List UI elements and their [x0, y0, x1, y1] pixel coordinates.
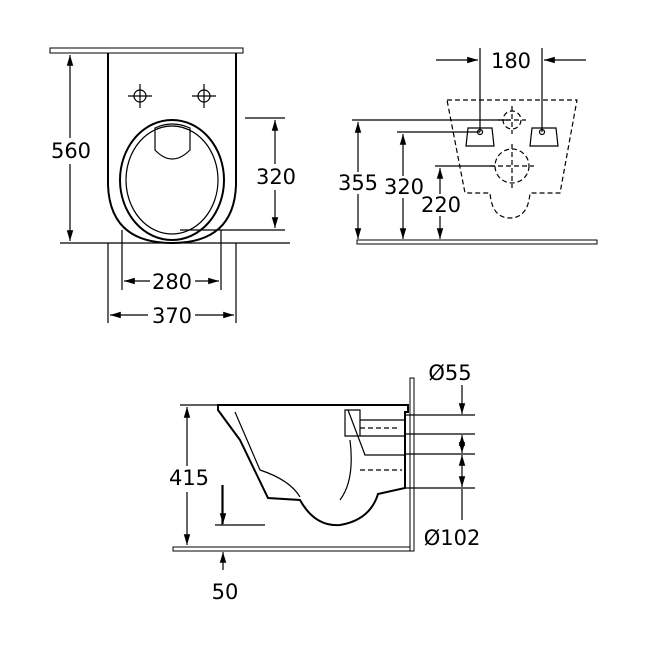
outlet-height-label: 220 [421, 193, 461, 217]
fixing-height-label: 320 [384, 175, 424, 199]
top-view: 560 320 280 370 [48, 47, 298, 328]
seat-inner [125, 125, 219, 235]
rear-view: 180 355 320 220 [337, 48, 598, 245]
rim-opening [154, 123, 191, 160]
depth-label: 560 [51, 139, 91, 163]
bowl-side-outline [217, 404, 409, 527]
seat-outer [119, 119, 225, 241]
fixing-hole-left [128, 84, 152, 108]
floor-line [356, 239, 598, 245]
bowl-outline-dashed [446, 99, 578, 219]
floor-line [172, 546, 414, 552]
width-label: 370 [152, 304, 192, 328]
fixing-brackets [465, 127, 559, 147]
height-label: 415 [169, 466, 209, 490]
outlet-diameter-label: Ø102 [424, 526, 481, 550]
floor-offset-label: 50 [212, 580, 239, 604]
side-view: 415 50 Ø55 Ø102 [165, 361, 480, 604]
seat-depth-label: 320 [256, 165, 296, 189]
wall-line [409, 377, 415, 552]
inlet-diameter-label: Ø55 [428, 361, 471, 385]
inlet-height-label: 355 [338, 171, 378, 195]
fixing-hole-right [192, 84, 216, 108]
fixing-spacing-label: 180 [491, 49, 531, 73]
seat-width-label: 280 [152, 270, 192, 294]
inlet-connector [344, 409, 406, 437]
wall-line [49, 47, 244, 54]
